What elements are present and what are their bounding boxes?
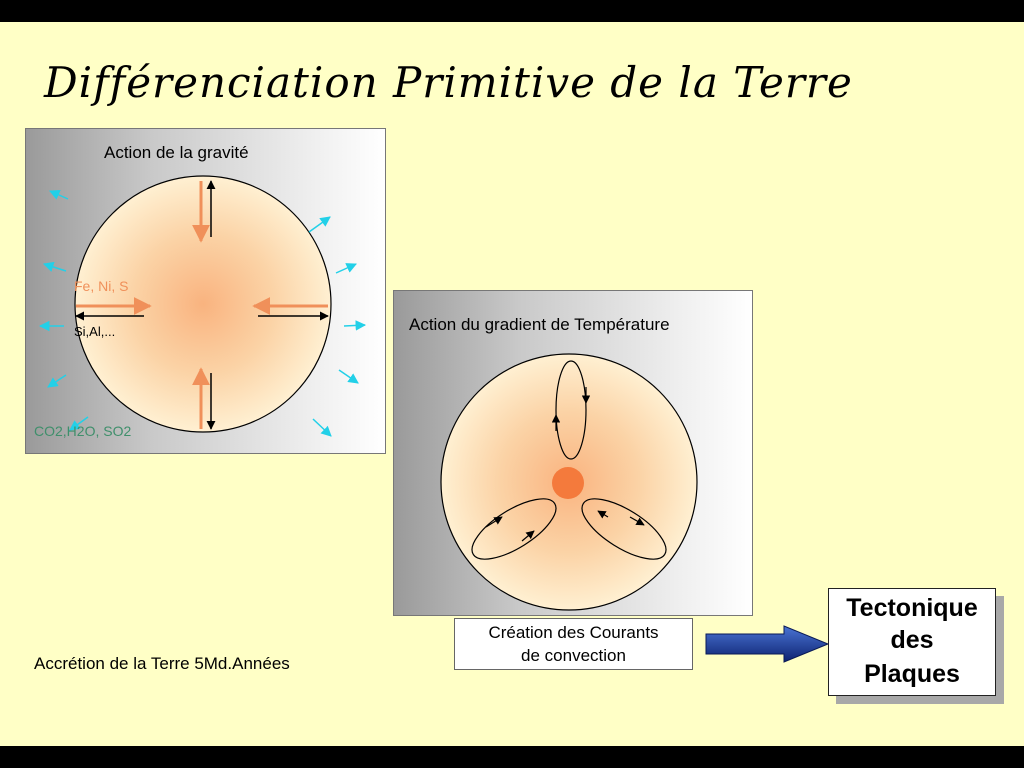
light-elements-label: Si,Al,...	[74, 324, 116, 339]
convection-cell-right	[581, 498, 667, 560]
convection-caption-line1: Création des Courants	[488, 623, 659, 642]
earth-sphere	[74, 175, 332, 433]
flow-arrow-right-out	[629, 516, 645, 526]
convection-cell-top	[555, 360, 587, 460]
cyan-arrow-icon	[335, 263, 357, 274]
plates-box: Tectonique des Plaques	[828, 588, 996, 696]
blue-block-arrow-icon	[705, 625, 830, 663]
cyan-arrow-icon	[308, 216, 331, 233]
heavy-elements-label: Fe, Ni, S	[74, 278, 129, 294]
cyan-arrow-icon	[69, 416, 89, 431]
cyan-arrow-icon	[49, 190, 69, 200]
cyan-arrow-icon	[47, 374, 67, 388]
gravity-panel: Action de la gravité Fe, Ni, S Si,Al,...…	[25, 128, 386, 454]
flow-arrow-left-out	[485, 516, 503, 528]
gravity-heading: Action de la gravité	[104, 143, 249, 162]
convection-caption-line2: de convection	[521, 646, 626, 665]
plates-box-line1: Tectonique	[846, 594, 978, 622]
cyan-arrow-icon	[42, 261, 67, 272]
slide: Différenciation Primitive de la Terre	[0, 22, 1024, 746]
temperature-heading: Action du gradient de Température	[409, 315, 670, 334]
plates-box-line2: des	[890, 626, 934, 654]
slide-title: Différenciation Primitive de la Terre	[44, 58, 853, 107]
earth-core	[552, 467, 584, 499]
flow-arrow-left-in	[521, 530, 535, 542]
flow-arrow-right-in	[597, 510, 609, 519]
cyan-arrow-icon	[343, 320, 367, 331]
cyan-arrow-icon	[338, 369, 359, 384]
plates-box-line3: Plaques	[864, 660, 960, 688]
accretion-caption: Accrétion de la Terre 5Md.Années	[34, 654, 290, 673]
convection-diagram	[440, 353, 698, 611]
gravity-diagram	[38, 175, 367, 437]
convection-cell-left	[471, 498, 557, 560]
convection-caption-box: Création des Courants de convection	[454, 618, 693, 670]
cyan-arrow-icon	[312, 418, 332, 437]
gases-label: CO2,H2O, SO2	[34, 423, 132, 439]
temperature-panel: Action du gradient de Température	[393, 290, 753, 616]
gas-escape-arrows	[38, 190, 367, 437]
